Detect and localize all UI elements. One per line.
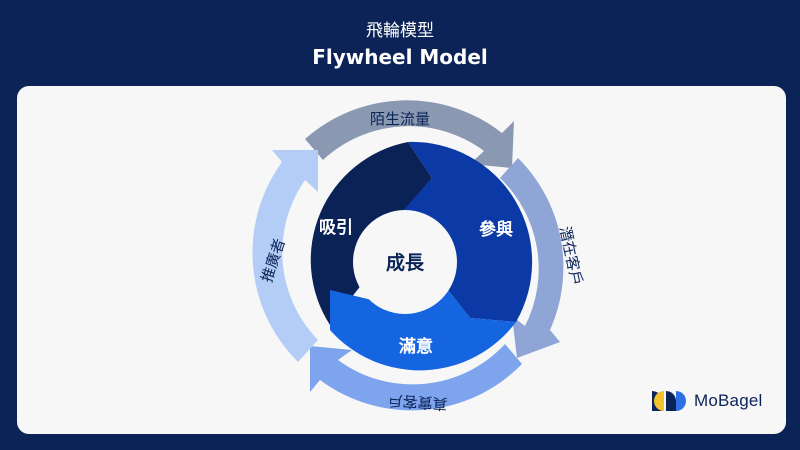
stage-label-stranger: 陌生流量	[370, 110, 430, 128]
mobagel-logo: MoBagel	[652, 391, 763, 411]
segment-label-satisfy: 滿意	[399, 336, 433, 357]
ring-arrow-promoter	[252, 150, 318, 362]
mobagel-logo-text: MoBagel	[694, 391, 763, 410]
ring-arrow-prospect	[500, 158, 564, 358]
page-title-english: Flywheel Model	[312, 45, 488, 69]
segment-satisfy	[330, 290, 516, 371]
mobagel-logo-icon	[652, 391, 686, 411]
segment-engage	[400, 141, 533, 322]
stage-label-customer: 真實客戶	[387, 391, 448, 413]
page-title-chinese: 飛輪模型	[366, 21, 434, 41]
ring-arrow-customer	[310, 344, 522, 411]
segment-label-attract: 吸引	[319, 218, 353, 238]
segment-label-engage: 參與	[479, 219, 513, 240]
center-hub	[353, 210, 457, 314]
center-label-growth: 成長	[386, 251, 425, 274]
ring-arrow-stranger	[305, 100, 514, 168]
